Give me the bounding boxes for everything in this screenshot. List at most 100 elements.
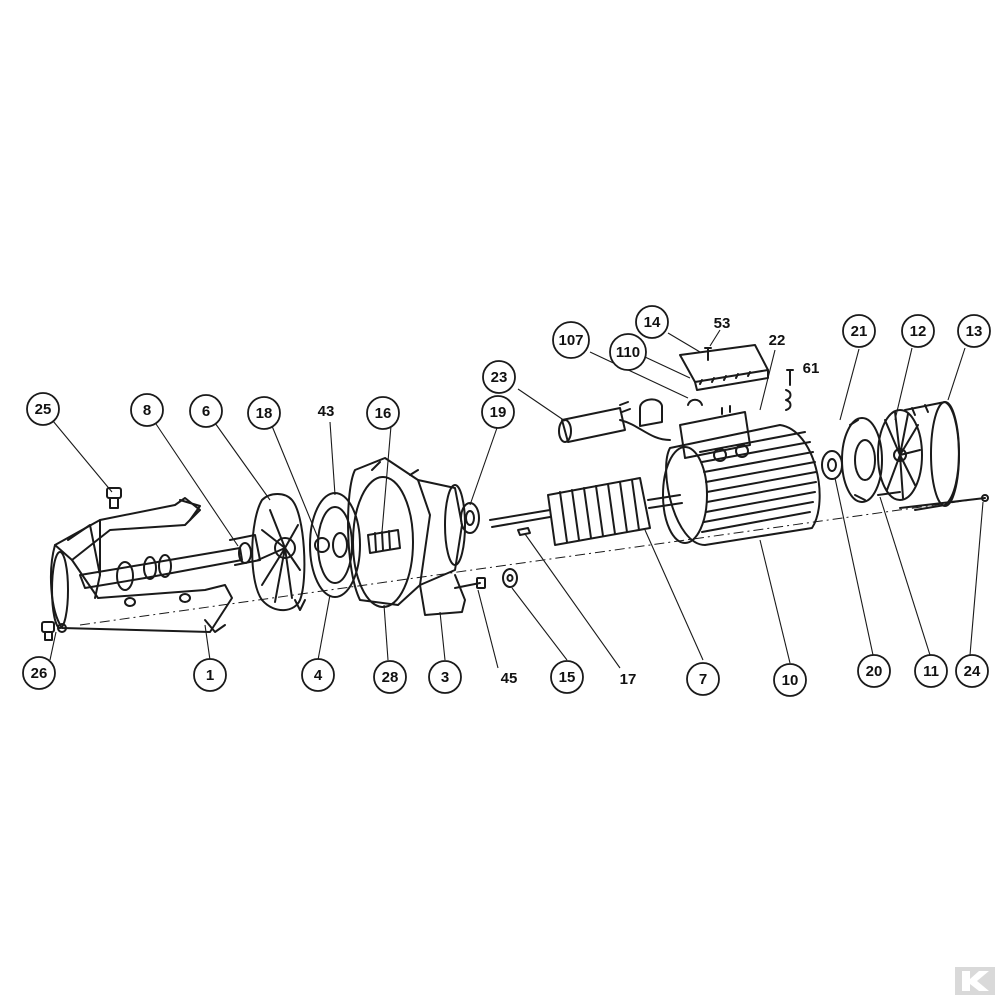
callout-11: 11 bbox=[914, 654, 948, 688]
pump-casing-part-1 bbox=[49, 497, 233, 633]
callout-label: 1 bbox=[206, 667, 214, 684]
callout-circle bbox=[550, 660, 584, 694]
callout-circle bbox=[635, 305, 669, 339]
callout-label: 25 bbox=[35, 401, 52, 418]
callout-label: 20 bbox=[866, 663, 883, 680]
fan-part-12 bbox=[877, 409, 923, 501]
callout-label: 12 bbox=[910, 323, 927, 340]
callout-circle bbox=[686, 662, 720, 696]
callout-label: 19 bbox=[490, 404, 507, 421]
callout-110: 110 bbox=[609, 333, 647, 371]
spacer-part-18 bbox=[314, 537, 330, 553]
callout-label: 10 bbox=[782, 672, 799, 689]
callout-8: 8 bbox=[130, 393, 164, 427]
callout-28: 28 bbox=[373, 660, 407, 694]
assembly-axis bbox=[79, 497, 986, 626]
callout-circle bbox=[857, 654, 891, 688]
callout-label: 45 bbox=[501, 670, 518, 687]
callout-label: 14 bbox=[644, 314, 661, 331]
callout-label: 107 bbox=[558, 332, 583, 349]
mechanical-seal-part-16 bbox=[367, 529, 401, 554]
callout-4: 4 bbox=[301, 658, 335, 692]
callout-label: 4 bbox=[314, 667, 323, 684]
callout-circle bbox=[481, 395, 515, 429]
callout-label: 61 bbox=[803, 360, 820, 377]
pump-body-part-3 bbox=[347, 457, 466, 616]
callout-26: 26 bbox=[22, 656, 56, 690]
callout-circle bbox=[301, 658, 335, 692]
callout-label: 17 bbox=[620, 671, 637, 688]
plug-part-25 bbox=[106, 487, 122, 509]
callout-19: 19 bbox=[481, 395, 515, 429]
leader-lines bbox=[49, 329, 984, 669]
callout-label: 15 bbox=[559, 669, 576, 686]
callout-7: 7 bbox=[686, 662, 720, 696]
callout-label: 26 bbox=[31, 665, 48, 682]
callout-43: 43 bbox=[318, 403, 335, 420]
callout-label: 3 bbox=[441, 669, 449, 686]
callout-107: 107 bbox=[552, 321, 590, 359]
bearing-part-19 bbox=[460, 502, 480, 534]
rear-bearing-part-20 bbox=[821, 450, 843, 480]
callout-circle bbox=[955, 654, 989, 688]
callout-label: 18 bbox=[256, 405, 273, 422]
terminal-fittings-part-107 bbox=[619, 398, 731, 427]
end-shield-part-21 bbox=[841, 417, 883, 503]
callout-24: 24 bbox=[955, 654, 989, 688]
callout-label: 22 bbox=[769, 332, 786, 349]
diffuser-part-6 bbox=[251, 493, 306, 612]
callout-circle bbox=[373, 660, 407, 694]
brand-logo bbox=[955, 967, 995, 995]
callout-circle bbox=[22, 656, 56, 690]
callout-6: 6 bbox=[189, 394, 223, 428]
callout-circle bbox=[130, 393, 164, 427]
callout-15: 15 bbox=[550, 660, 584, 694]
callout-3: 3 bbox=[428, 660, 462, 694]
tie-rod-part-24 bbox=[899, 494, 989, 509]
screw-part-11 bbox=[877, 491, 901, 496]
rotor-shaft-part-7 bbox=[489, 477, 683, 546]
drain-plug-part-26 bbox=[41, 621, 67, 641]
callout-label: 53 bbox=[714, 315, 731, 332]
callout-label: 21 bbox=[851, 323, 868, 340]
cable-gland-part-61 bbox=[785, 369, 794, 411]
capacitor-part-23 bbox=[558, 407, 671, 443]
callout-circle bbox=[957, 314, 991, 348]
callout-label: 16 bbox=[375, 405, 392, 422]
callout-circle bbox=[193, 658, 227, 692]
motor-housing-part-10 bbox=[662, 411, 821, 546]
callout-circle bbox=[366, 396, 400, 430]
callout-circle bbox=[773, 663, 807, 697]
callout-circle bbox=[428, 660, 462, 694]
callout-circle bbox=[482, 360, 516, 394]
callout-circle bbox=[609, 333, 647, 371]
callout-label: 23 bbox=[491, 369, 508, 386]
callout-circle bbox=[901, 314, 935, 348]
callout-16: 16 bbox=[366, 396, 400, 430]
callout-17: 17 bbox=[620, 671, 637, 688]
ejector-part-8 bbox=[79, 534, 261, 591]
callout-label: 24 bbox=[964, 663, 981, 680]
callout-circle bbox=[914, 654, 948, 688]
callout-label: 6 bbox=[202, 403, 210, 420]
callout-label: 110 bbox=[616, 344, 640, 361]
callout-10: 10 bbox=[773, 663, 807, 697]
callout-label: 11 bbox=[923, 663, 939, 680]
terminal-cover-part-14 bbox=[679, 344, 769, 391]
washer-part-15 bbox=[502, 568, 518, 588]
callout-1: 1 bbox=[193, 658, 227, 692]
callout-22: 22 bbox=[769, 332, 786, 349]
callout-label: 13 bbox=[966, 323, 983, 340]
callout-18: 18 bbox=[247, 396, 281, 430]
screw-part-45 bbox=[454, 577, 486, 589]
callout-21: 21 bbox=[842, 314, 876, 348]
callout-12: 12 bbox=[901, 314, 935, 348]
callout-14: 14 bbox=[635, 305, 669, 339]
callout-circle bbox=[247, 396, 281, 430]
callout-53: 53 bbox=[714, 315, 731, 332]
callout-45: 45 bbox=[501, 670, 518, 687]
callout-25: 25 bbox=[26, 392, 60, 426]
callout-label: 43 bbox=[318, 403, 335, 420]
